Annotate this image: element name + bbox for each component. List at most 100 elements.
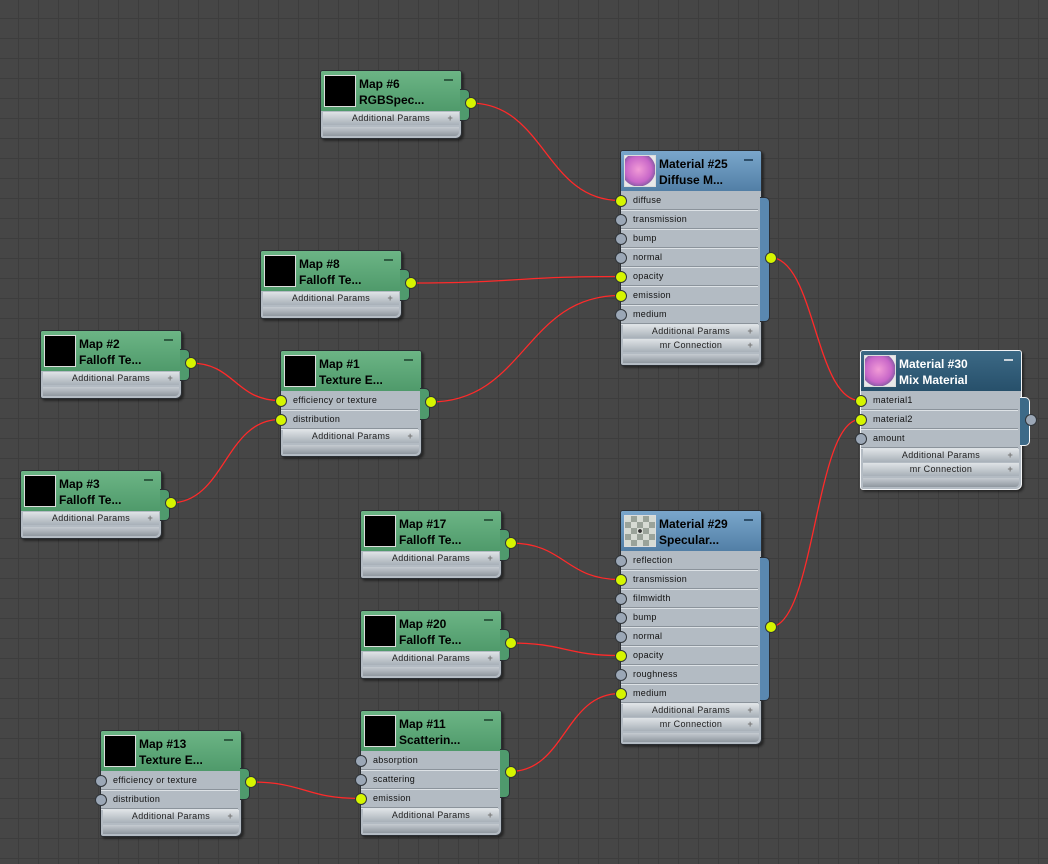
collapse-icon[interactable] (484, 719, 493, 721)
resize-grip[interactable] (623, 733, 759, 742)
input-socket-transmission[interactable] (615, 573, 627, 586)
section-rollout[interactable]: Additional Params+ (43, 372, 179, 385)
resize-grip[interactable] (283, 445, 419, 454)
resize-grip[interactable] (623, 354, 759, 363)
collapse-icon[interactable] (404, 359, 413, 361)
input-socket-normal[interactable] (615, 251, 627, 264)
output-socket[interactable] (1025, 413, 1037, 426)
expand-plus-icon[interactable]: + (447, 113, 453, 123)
section-rollout[interactable]: mr Connection+ (623, 339, 759, 352)
collapse-icon[interactable] (224, 739, 233, 741)
section-rollout[interactable]: Additional Params+ (103, 810, 239, 823)
wire-map6-to-mat25[interactable] (469, 102, 621, 202)
wire-map13-to-map11[interactable] (249, 781, 361, 800)
wire-map1-to-mat25[interactable] (429, 294, 621, 403)
wire-map3-to-map1[interactable] (169, 418, 281, 504)
input-socket-efficiency-or-texture[interactable] (275, 394, 287, 407)
output-socket[interactable] (165, 497, 177, 509)
section-rollout[interactable]: Additional Params+ (263, 292, 399, 305)
resize-grip[interactable] (323, 127, 459, 136)
expand-plus-icon[interactable]: + (1007, 464, 1013, 474)
wire-map8-to-mat25[interactable] (409, 275, 621, 284)
collapse-icon[interactable] (744, 519, 753, 521)
input-socket-bump[interactable] (615, 232, 627, 245)
wire-mat29-to-mat30[interactable] (769, 418, 861, 628)
wire-map2-to-map1[interactable] (189, 362, 281, 402)
output-socket[interactable] (405, 277, 417, 289)
input-socket-medium[interactable] (615, 308, 627, 321)
output-socket[interactable] (765, 251, 777, 264)
input-socket-material2[interactable] (855, 413, 867, 426)
expand-plus-icon[interactable]: + (487, 653, 493, 663)
collapse-icon[interactable] (744, 159, 753, 161)
expand-plus-icon[interactable]: + (167, 373, 173, 383)
section-rollout[interactable]: Additional Params+ (363, 552, 499, 565)
input-socket-emission[interactable] (355, 792, 367, 805)
expand-plus-icon[interactable]: + (747, 719, 753, 729)
resize-grip[interactable] (263, 307, 399, 316)
wire-map17-to-mat29[interactable] (509, 542, 621, 581)
input-socket-amount[interactable] (855, 432, 867, 445)
section-rollout[interactable]: Additional Params+ (623, 704, 759, 717)
expand-plus-icon[interactable]: + (747, 326, 753, 336)
wire-map11-to-mat29[interactable] (509, 692, 621, 773)
section-rollout[interactable]: Additional Params+ (363, 652, 499, 665)
output-socket[interactable] (505, 537, 517, 549)
input-socket-distribution[interactable] (275, 413, 287, 426)
input-socket-distribution[interactable] (95, 793, 107, 806)
input-socket-absorption[interactable] (355, 754, 367, 767)
collapse-icon[interactable] (144, 479, 153, 481)
input-socket-diffuse[interactable] (615, 194, 627, 207)
section-rollout[interactable]: Additional Params+ (623, 325, 759, 338)
input-socket-emission[interactable] (615, 289, 627, 302)
input-socket-reflection[interactable] (615, 554, 627, 567)
wire-mat25-to-mat30[interactable] (769, 256, 861, 402)
section-rollout[interactable]: Additional Params+ (323, 112, 459, 125)
input-socket-opacity[interactable] (615, 270, 627, 283)
section-rollout[interactable]: Additional Params+ (23, 512, 159, 525)
section-rollout[interactable]: mr Connection+ (863, 463, 1019, 476)
collapse-icon[interactable] (484, 619, 493, 621)
expand-plus-icon[interactable]: + (487, 810, 493, 820)
resize-grip[interactable] (863, 478, 1019, 487)
collapse-icon[interactable] (164, 339, 173, 341)
expand-plus-icon[interactable]: + (407, 431, 413, 441)
input-socket-scattering[interactable] (355, 773, 367, 786)
resize-grip[interactable] (103, 825, 239, 834)
resize-grip[interactable] (363, 567, 499, 576)
collapse-icon[interactable] (1004, 359, 1013, 361)
input-socket-efficiency-or-texture[interactable] (95, 774, 107, 787)
section-rollout[interactable]: Additional Params+ (283, 430, 419, 443)
input-socket-roughness[interactable] (615, 668, 627, 681)
expand-plus-icon[interactable]: + (147, 513, 153, 523)
output-socket[interactable] (465, 97, 477, 109)
expand-plus-icon[interactable]: + (747, 340, 753, 350)
output-socket[interactable] (185, 357, 197, 369)
output-socket[interactable] (245, 776, 257, 788)
resize-grip[interactable] (43, 387, 179, 396)
input-socket-normal[interactable] (615, 630, 627, 643)
resize-grip[interactable] (363, 824, 499, 833)
collapse-icon[interactable] (484, 519, 493, 521)
section-rollout[interactable]: mr Connection+ (623, 718, 759, 731)
output-socket[interactable] (505, 765, 517, 778)
output-socket[interactable] (505, 637, 517, 649)
